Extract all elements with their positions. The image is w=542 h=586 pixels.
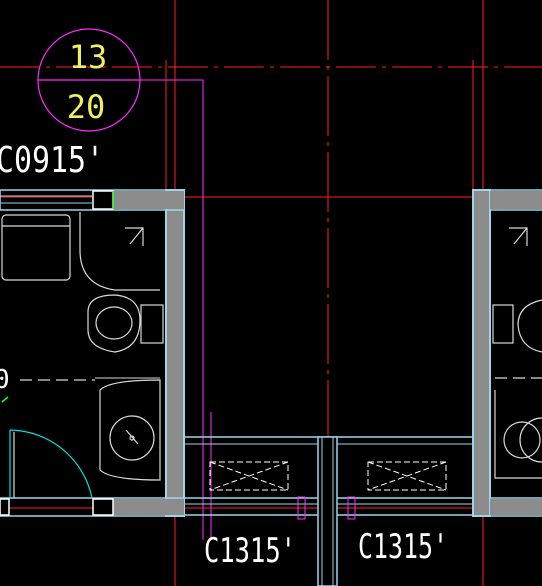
window-label-c0915[interactable]: C0915' bbox=[0, 140, 104, 181]
window-label-c1315-left[interactable]: C1315' bbox=[204, 531, 296, 571]
detail-index-bottom-number: 20 bbox=[67, 88, 106, 126]
toilet-outline bbox=[87, 294, 141, 353]
shower-drain-symbol bbox=[125, 227, 144, 246]
vent-box-right-cross bbox=[367, 461, 447, 491]
basin-sink bbox=[109, 415, 155, 461]
window-label-c1315-right[interactable]: C1315' bbox=[358, 527, 448, 567]
door-arc bbox=[9, 429, 93, 499]
right-toilet-outline bbox=[517, 299, 542, 353]
dimension-fragment-left: 0 bbox=[0, 365, 160, 403]
wall-left-bottom-fill bbox=[113, 499, 184, 515]
column-far-left-bottom bbox=[0, 498, 10, 516]
right-basin-counter bbox=[494, 390, 542, 479]
wall-left-top-fill bbox=[113, 191, 184, 209]
small-post-right bbox=[347, 496, 356, 520]
basin-counter bbox=[99, 379, 161, 481]
door-swing bbox=[9, 429, 93, 499]
wall-right-bottom-fill bbox=[490, 499, 542, 515]
left-bathroom-walls bbox=[0, 189, 185, 517]
toilet-tank bbox=[140, 304, 164, 344]
toilet-seat bbox=[95, 306, 133, 340]
washing-machine bbox=[1, 214, 71, 281]
detail-leader-line bbox=[140, 79, 204, 540]
wall-left-vertical bbox=[165, 189, 185, 517]
vent-box-left-cross bbox=[209, 461, 289, 491]
small-post-left bbox=[297, 496, 306, 520]
right-toilet-tank bbox=[492, 304, 514, 344]
vent-box-left bbox=[209, 461, 289, 491]
center-pillar bbox=[317, 436, 338, 586]
left-bathroom-fixtures bbox=[1, 212, 164, 481]
detail-index-symbol[interactable]: 13 20 bbox=[37, 28, 141, 132]
column-left-top bbox=[92, 190, 114, 210]
right-bathroom-fixtures bbox=[492, 227, 542, 479]
detail-index-top-number: 13 bbox=[69, 38, 108, 76]
right-basin-sink bbox=[519, 417, 542, 463]
vent-box-right bbox=[367, 461, 447, 491]
center-window-band bbox=[184, 436, 473, 586]
column-left-bottom bbox=[92, 498, 114, 516]
basin-drain bbox=[129, 435, 135, 441]
dimension-fragment-label: 0 bbox=[0, 365, 10, 395]
wall-right-top-fill bbox=[490, 191, 542, 209]
shower-partition bbox=[79, 212, 160, 291]
right-bathroom-walls bbox=[472, 189, 542, 517]
wall-right-vertical bbox=[472, 189, 491, 517]
right-basin-sink-ring bbox=[503, 421, 541, 459]
basin-tap bbox=[125, 429, 139, 445]
green-tick bbox=[1, 396, 9, 403]
right-shower-drain-symbol bbox=[509, 227, 528, 246]
